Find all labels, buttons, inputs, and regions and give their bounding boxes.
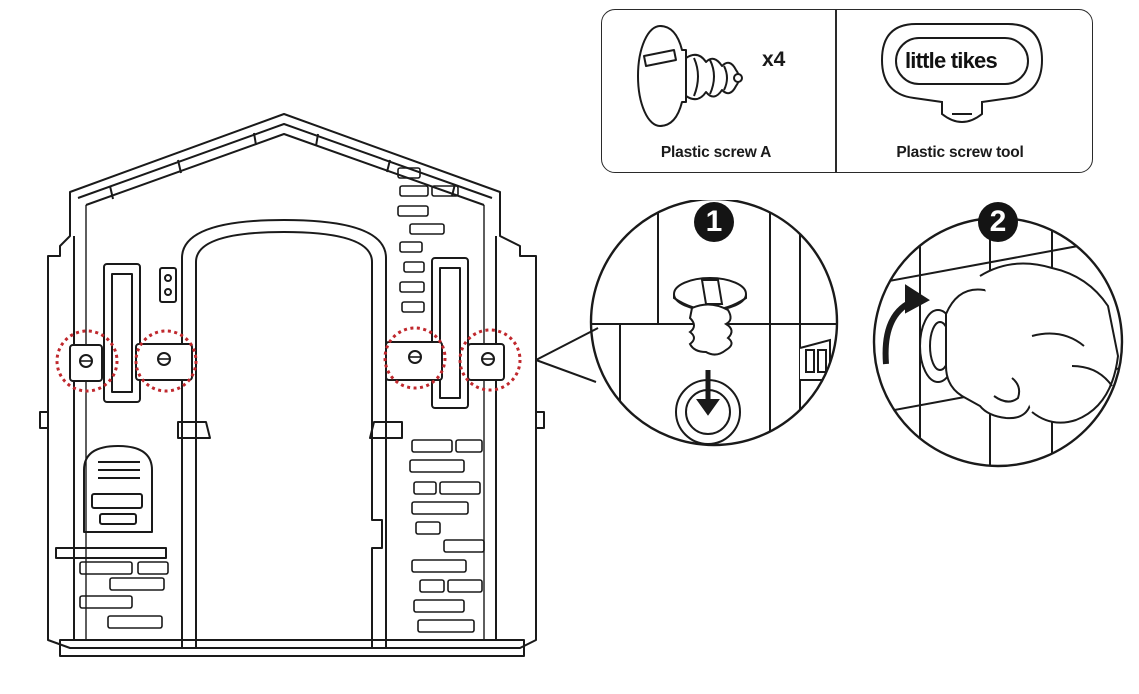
screw-tool-icon: [880, 23, 1044, 124]
step-2-detail-view: [872, 216, 1124, 468]
screw-location-highlight-3: [383, 326, 447, 390]
screw-location-highlight-2: [134, 329, 198, 393]
screw-label: Plastic screw A: [660, 144, 772, 161]
playhouse-wall-panel: [39, 113, 545, 657]
screw-location-highlight-1: [55, 329, 119, 393]
parts-box: [601, 9, 1093, 173]
plastic-screw-icon: [637, 25, 743, 127]
little-tikes-logo: little tikes: [905, 48, 998, 73]
screw-quantity: x4: [762, 48, 786, 71]
step-1-detail-view: [535, 200, 839, 447]
step-1-badge: 1: [694, 202, 734, 242]
screw-tool-label: Plastic screw tool: [896, 144, 1024, 161]
step-2-badge: 2: [978, 202, 1018, 242]
parts-divider: [835, 10, 837, 172]
screw-location-highlight-4: [458, 328, 522, 392]
